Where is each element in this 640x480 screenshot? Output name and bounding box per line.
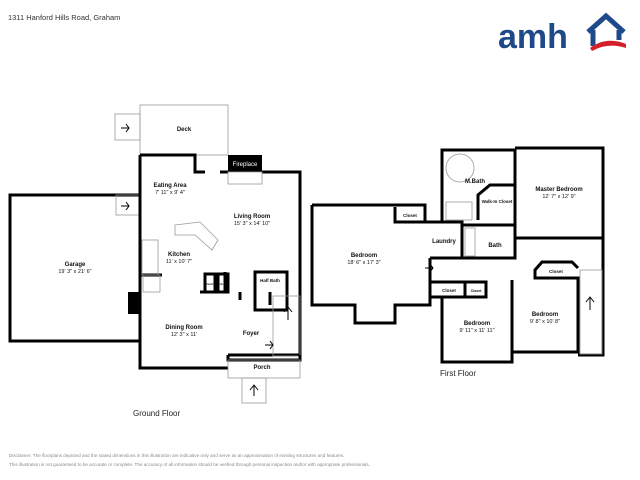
- walk-in-closet-walls: [476, 183, 515, 220]
- house-walls-icon: [590, 30, 622, 46]
- amh-logo: amh: [498, 12, 626, 52]
- kitchen-island: [174, 221, 219, 251]
- closet-label: Closet: [218, 282, 227, 286]
- eating-area-size: 7' 11" x 9' 4": [155, 190, 185, 196]
- foyer-label: Foyer: [243, 331, 260, 337]
- deck-steps: [114, 113, 141, 141]
- hearth: [227, 171, 263, 185]
- ground-floor-label: Ground Floor: [133, 409, 180, 418]
- eating-area-label: Eating Area: [153, 183, 187, 189]
- garage-size: 19' 3" x 21' 6": [58, 269, 91, 275]
- bedroom-1-size: 18' 6" x 17' 3": [347, 260, 380, 266]
- arrow-icon: [121, 123, 130, 133]
- garage-label: Garage: [65, 262, 86, 268]
- stairs-first-floor: [579, 269, 603, 355]
- fireplace-label: Fireplace: [233, 162, 258, 168]
- ground-walls: [138, 153, 302, 370]
- laundry-label: Laundry: [432, 239, 456, 245]
- closet-3-label: Closet: [471, 289, 483, 293]
- shower: [445, 201, 473, 221]
- kitchen-size: 11' x 10' 7": [166, 259, 192, 265]
- bedroom-2-size: 9' 11" x 11' 11": [459, 328, 494, 334]
- arrow-icon: [425, 263, 434, 273]
- closet-1-label: Closet: [403, 213, 417, 218]
- dining-room-label: Dining Room: [165, 325, 202, 331]
- arrow-icon: [265, 340, 274, 350]
- garage-door-wall: [128, 292, 140, 314]
- arrow-up-icon: [585, 296, 595, 310]
- disclaimer-line-2: This illustration is not guaranteed to b…: [9, 462, 370, 467]
- kitchen-counter: [141, 239, 159, 276]
- fridge: [142, 274, 161, 293]
- bedrooms-walls: [428, 260, 580, 364]
- half-bath-label: Half Bath: [260, 278, 280, 283]
- closet-4-label: Closet: [549, 269, 563, 274]
- porch-steps: [241, 377, 267, 404]
- bedroom-3-label: Bedroom: [532, 312, 558, 318]
- bedroom-3-size: 9' 8" x 10' 8": [530, 319, 560, 325]
- kitchen-label: Kitchen: [168, 252, 190, 258]
- closet-2-label: Closet: [442, 288, 456, 293]
- logo-text: amh: [498, 18, 568, 52]
- walk-in-closet-label: Walk-In Closet: [482, 199, 513, 204]
- first-floor-label: First Floor: [440, 369, 476, 378]
- bath-laundry-walls: [425, 148, 517, 260]
- first-floor: M.Bath Walk-In Closet Master Bedroom 12'…: [310, 146, 605, 378]
- bedroom-2-label: Bedroom: [464, 321, 490, 327]
- pantry-walls: [203, 272, 217, 294]
- arrow-up-icon: [283, 306, 293, 320]
- logo-swoosh-icon: [590, 40, 626, 51]
- pantry-label: Pantry: [205, 282, 215, 286]
- bedroom-1-walls: [310, 203, 432, 325]
- closet-walls: [216, 272, 230, 294]
- disclaimer-line-1: Disclaimer: The floorplans depicted and …: [9, 453, 345, 458]
- m-bath-label: M.Bath: [465, 179, 485, 185]
- bathtub-2: [464, 227, 476, 257]
- living-room-label: Living Room: [234, 214, 270, 220]
- deck-label: Deck: [177, 127, 192, 133]
- bathtub: [445, 153, 475, 183]
- garage-walls: [8, 193, 142, 343]
- arrow-icon: [121, 201, 130, 211]
- arrow-up-icon: [249, 384, 259, 396]
- master-bedroom-walls: [515, 146, 605, 357]
- property-address: 1311 Hanford Hills Road, Graham: [8, 13, 121, 22]
- fireplace-block: [228, 155, 262, 172]
- master-bedroom-size: 12' 7" x 12' 9": [542, 194, 575, 200]
- bath-label: Bath: [488, 243, 502, 249]
- ground-floor: Garage 19' 3" x 21' 6" Deck Fireplace Ea…: [8, 104, 302, 418]
- bedroom-1-label: Bedroom: [351, 253, 377, 259]
- stairs: [272, 295, 301, 357]
- master-bedroom-label: Master Bedroom: [535, 187, 582, 193]
- porch-label: Porch: [253, 365, 270, 371]
- dining-room-size: 12' 3" x 11': [171, 332, 197, 338]
- living-room-size: 15' 3" x 14' 10": [234, 221, 270, 227]
- house-roof-icon: [586, 12, 626, 34]
